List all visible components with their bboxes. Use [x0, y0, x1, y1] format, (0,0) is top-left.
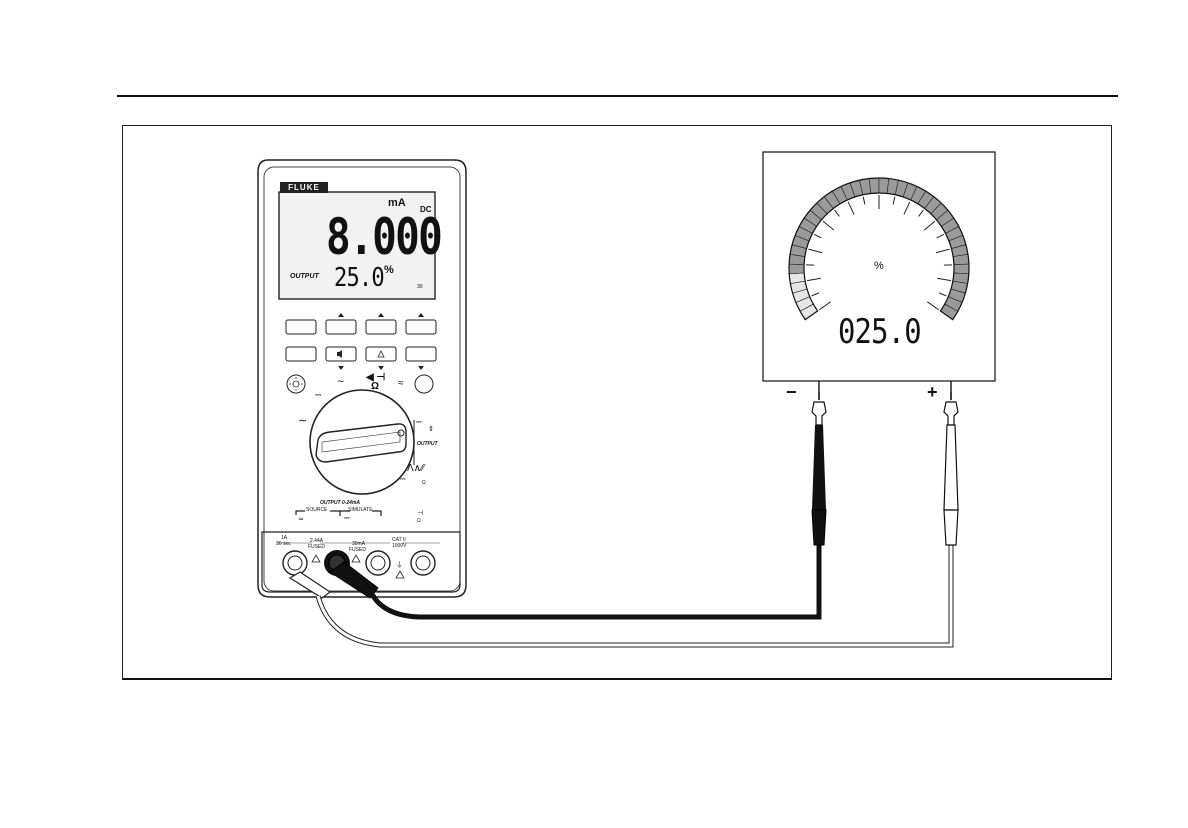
primary-reading: 8.000 — [326, 208, 441, 266]
relative-button[interactable] — [366, 347, 396, 361]
indicator-unit: % — [874, 260, 884, 272]
secondary-label: OUTPUT — [290, 273, 319, 280]
diode-icon: ⊣ — [417, 509, 423, 517]
button-2[interactable] — [326, 320, 356, 334]
button-3[interactable] — [366, 320, 396, 334]
ac-volts-icon: ∼ — [298, 414, 307, 427]
button-8[interactable] — [406, 347, 436, 361]
red-probe — [944, 392, 958, 545]
dial-simulate-label: SIMULATE — [348, 507, 373, 513]
ohm-small-icon: Ω — [422, 480, 426, 486]
button-5[interactable] — [286, 347, 316, 361]
jack-ma-fused: FUSED — [349, 547, 366, 553]
brand-logo: FLUKE — [280, 182, 328, 193]
arc-segment — [869, 178, 879, 193]
round-button[interactable] — [415, 375, 433, 393]
minus-terminal-label: − — [786, 382, 797, 403]
updown-icon: ⇕ — [428, 425, 434, 433]
jack-cat-voltage: 1000V — [392, 543, 406, 549]
ac-dc-icon: ≂ — [298, 515, 304, 523]
dial-output-label: OUTPUT — [417, 441, 438, 447]
ground-icon: ⏚ — [396, 560, 403, 570]
secondary-reading: 25.0 — [334, 263, 384, 293]
dial-source-label: SOURCE — [306, 507, 327, 513]
approx-icon: ≈ — [398, 378, 404, 389]
ramp-icon: Λ∧⁄⁄ — [407, 463, 424, 474]
button-1[interactable] — [286, 320, 316, 334]
ac-symbol-icon: ∼ — [337, 376, 345, 387]
black-probe — [812, 392, 826, 545]
panel-indicator — [763, 152, 995, 392]
dial-output-range: OUTPUT 0-24mA — [320, 500, 360, 506]
dc-icon-3: ⎓ — [344, 515, 350, 523]
arc-segment — [954, 264, 969, 274]
dc-icon: ⎓ — [416, 419, 422, 427]
ohm-icon: Ω — [371, 381, 379, 392]
jack-1a-time: 30 sec — [276, 541, 291, 547]
hold-indicator: 30 — [417, 284, 423, 290]
secondary-unit: % — [384, 264, 394, 276]
arc-segment — [789, 264, 804, 274]
button-4[interactable] — [406, 320, 436, 334]
indicator-reading: 025.0 — [838, 312, 921, 352]
ohm-small-icon-2: Ω — [417, 518, 421, 524]
dc-icon-2: ⎓ — [400, 476, 406, 484]
plus-terminal-label: + — [927, 382, 938, 403]
jack-fuse1-fused: FUSED — [308, 544, 325, 550]
dc-symbol-icon: ⎓ — [315, 390, 321, 400]
